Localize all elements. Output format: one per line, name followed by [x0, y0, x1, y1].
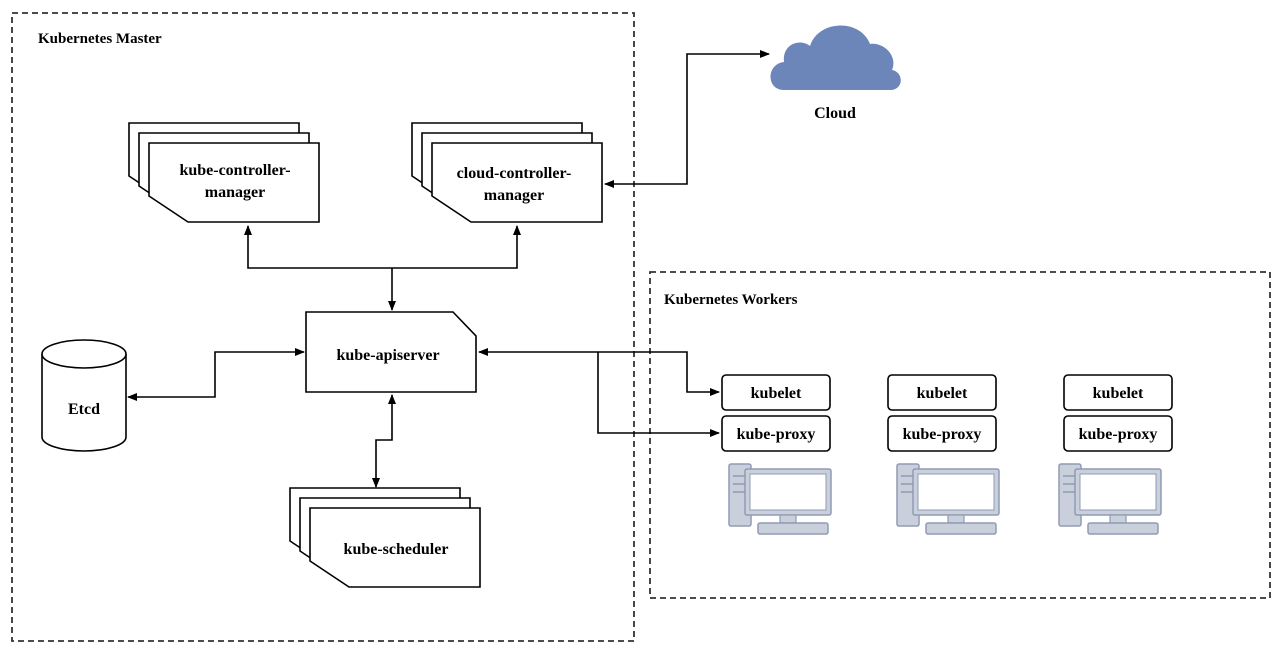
kube-controller-manager-label-1: kube-controller-	[179, 162, 290, 179]
kubelet-label: kubelet	[917, 385, 968, 402]
cloud-controller-manager-label-1: cloud-controller-	[457, 165, 572, 182]
kubelet-label: kubelet	[751, 385, 802, 402]
connector-cloud-controller-cloud	[604, 50, 770, 188]
kube-controller-manager-label-2: manager	[205, 184, 265, 201]
computer-icon	[728, 463, 832, 535]
connector-apiserver-workers	[478, 348, 720, 396]
cloud-label: Cloud	[814, 105, 856, 122]
kube-apiserver: kube-apiserver	[305, 311, 477, 393]
connector-apiserver-scheduler	[372, 394, 396, 488]
master-title: Kubernetes Master	[38, 31, 162, 47]
master-boundary	[11, 12, 635, 642]
computer-icon	[896, 463, 1000, 535]
kubelet-label: kubelet	[1093, 385, 1144, 402]
cloud-icon	[770, 25, 901, 90]
etcd-database: Etcd	[41, 339, 127, 452]
worker-node-2: kubelet kube-proxy	[887, 374, 1000, 535]
kube-apiserver-label: kube-apiserver	[336, 347, 439, 364]
worker-node-1: kubelet kube-proxy	[721, 374, 832, 535]
connector-etcd-apiserver	[127, 348, 305, 401]
connector-apiserver-kube-proxy	[597, 352, 720, 437]
workers-boundary	[649, 271, 1271, 599]
kube-controller-manager: kube-controller- manager	[128, 122, 320, 223]
cloud-controller-manager-label-2: manager	[484, 187, 544, 204]
computer-icon	[1058, 463, 1162, 535]
connector-apiserver-controllers	[244, 225, 521, 269]
worker-node-3: kubelet kube-proxy	[1058, 374, 1173, 535]
etcd-label: Etcd	[68, 401, 100, 418]
kube-proxy-label: kube-proxy	[903, 426, 982, 443]
workers-title: Kubernetes Workers	[664, 292, 798, 308]
cloud-controller-manager: cloud-controller- manager	[411, 122, 603, 223]
kube-proxy-label: kube-proxy	[737, 426, 816, 443]
kube-scheduler-label: kube-scheduler	[344, 541, 449, 558]
kube-scheduler: kube-scheduler	[289, 487, 481, 588]
kube-proxy-label: kube-proxy	[1079, 426, 1158, 443]
